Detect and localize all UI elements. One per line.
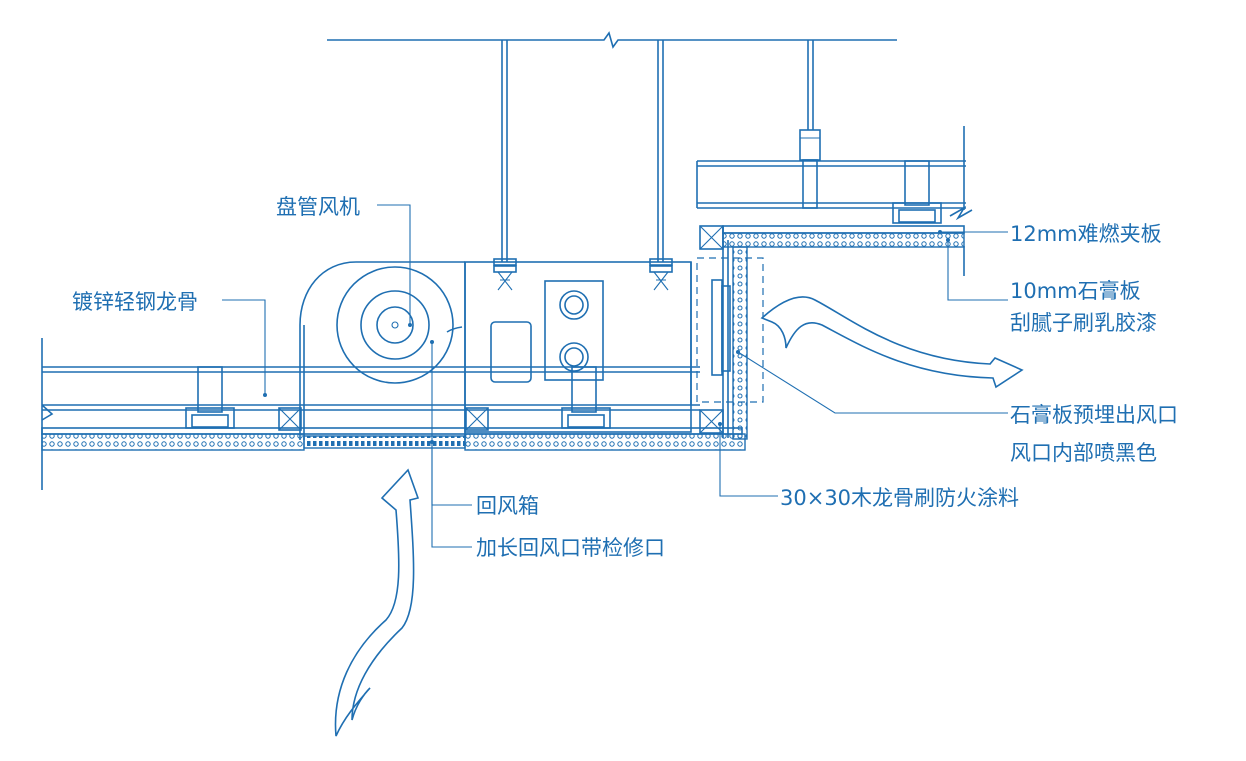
lower-ceiling [41,338,746,490]
drop-wall [696,225,764,440]
label-steel-keel: 镀锌轻钢龙骨 [72,290,198,314]
upper-support [696,126,973,276]
label-return-box: 回风箱 [476,494,539,518]
label-wood-keel: 30×30木龙骨刷防火涂料 [780,486,1019,510]
slab-line [327,31,897,49]
leader-lines [222,204,1008,548]
label-outlet-line1: 石膏板预埋出风口 [1010,403,1178,427]
label-outlet-line2: 风口内部喷黑色 [1010,441,1157,465]
fan-coil-unit [299,261,692,440]
upper-ceiling-board [722,225,965,248]
hanger-rods [493,40,814,291]
return-airflow-arrow [334,468,420,737]
label-gypsum-line1: 10mm石膏板 [1010,279,1141,303]
supply-airflow-arrow [760,296,1024,389]
label-gypsum-line2: 刮腻子刷乳胶漆 [1010,311,1157,335]
label-fan-coil: 盘管风机 [276,195,360,219]
label-board-12mm: 12mm难燃夹板 [1010,222,1162,246]
label-return-vent: 加长回风口带检修口 [476,536,665,560]
